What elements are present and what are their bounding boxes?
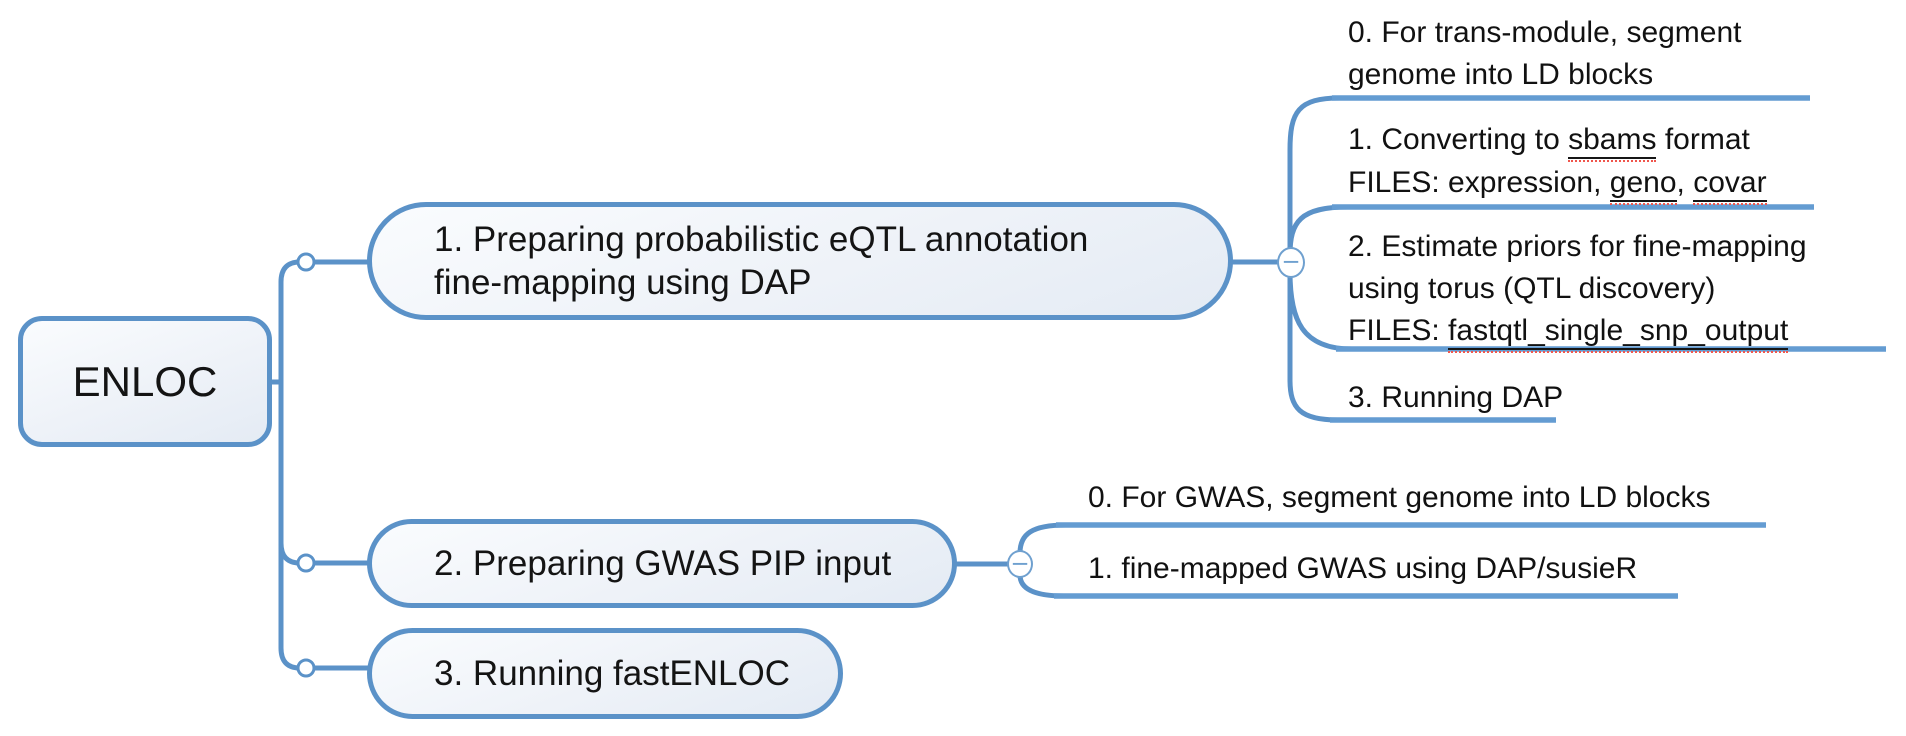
- child-node-finemapped-gwas[interactable]: 1. fine-mapped GWAS using DAP/susieR: [1088, 548, 1637, 590]
- text-line: 2. Preparing GWAS PIP input: [434, 544, 892, 583]
- connection-dot-branch2: [296, 553, 316, 573]
- text-line: 2. Estimate priors for fine-mapping: [1348, 230, 1807, 263]
- underlined-misspelled-word: fastqtl_single_snp_output: [1448, 316, 1789, 353]
- connector-child-1-1: [1287, 204, 1351, 258]
- text-line: genome into LD blocks: [1348, 58, 1654, 91]
- text-line: 1. fine-mapped GWAS using DAP/susieR: [1088, 552, 1638, 585]
- text-line: FILES: expression, geno, covar: [1348, 162, 1767, 205]
- text-line: 3. Running DAP: [1348, 381, 1564, 414]
- text-line: fine-mapping using DAP: [434, 263, 812, 302]
- branch-node-gwas-pip[interactable]: 2. Preparing GWAS PIP input: [367, 519, 957, 608]
- underlined-misspelled-word: geno: [1609, 168, 1677, 205]
- branch-node-eqtl-annotation[interactable]: 1. Preparing probabilistic eQTL annotati…: [367, 202, 1233, 320]
- root-node-enloc[interactable]: ENLOC: [18, 316, 272, 447]
- underlined-misspelled-word: sbams: [1568, 125, 1657, 162]
- collapse-button-branch2[interactable]: −: [1007, 550, 1033, 578]
- branch-node-fastenloc[interactable]: 3. Running fastENLOC: [367, 628, 843, 719]
- connection-dot-branch1: [296, 252, 316, 272]
- child-node-ld-blocks-trans[interactable]: 0. For trans-module, segment genome into …: [1348, 12, 1742, 96]
- connection-dot-branch3: [296, 658, 316, 678]
- connector-child-2-0: [1017, 522, 1069, 556]
- text-line: 3. Running fastENLOC: [434, 654, 791, 693]
- child-node-torus-priors[interactable]: 2. Estimate priors for fine-mapping using…: [1348, 226, 1807, 353]
- connector-main-spine: [278, 259, 303, 671]
- text-line: FILES: fastqtl_single_snp_output: [1348, 310, 1807, 353]
- text-line: using torus (QTL discovery): [1348, 272, 1716, 305]
- text-line: 1. Converting to sbams format: [1348, 119, 1767, 162]
- text-line: 0. For GWAS, segment genome into LD bloc…: [1088, 481, 1711, 514]
- text-line: 1. Preparing probabilistic eQTL annotati…: [434, 220, 1089, 259]
- root-node-label: ENLOC: [72, 357, 218, 405]
- collapse-button-branch1[interactable]: −: [1277, 247, 1305, 278]
- connector-child-1-2: [1287, 269, 1355, 352]
- child-node-ld-blocks-gwas[interactable]: 0. For GWAS, segment genome into LD bloc…: [1088, 477, 1711, 519]
- underlined-misspelled-word: covar: [1693, 168, 1767, 205]
- text-line: 0. For trans-module, segment: [1348, 16, 1742, 49]
- connector-child-2-1: [1017, 572, 1067, 599]
- minus-icon: −: [1010, 550, 1030, 577]
- child-node-running-dap[interactable]: 3. Running DAP: [1348, 377, 1563, 419]
- minus-icon: −: [1281, 249, 1301, 275]
